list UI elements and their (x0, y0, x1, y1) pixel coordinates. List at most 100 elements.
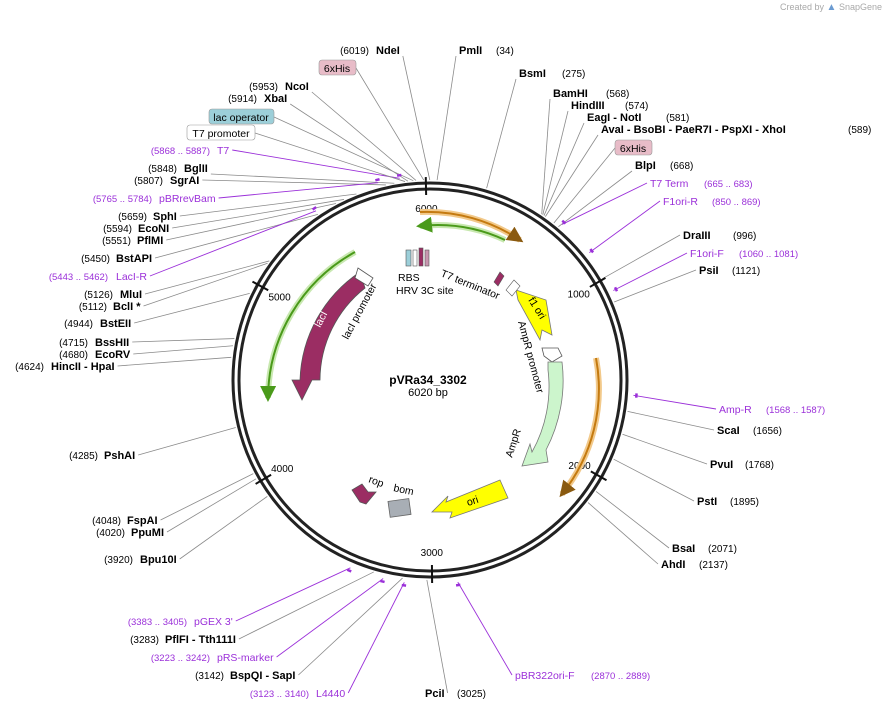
enzyme-xbai-name[interactable]: XbaI (264, 93, 287, 105)
enzyme-bsteii-name[interactable]: BstEII (100, 318, 131, 330)
feature-rbs-label: RBS (398, 272, 420, 284)
primer-leader-t7-term (561, 182, 648, 225)
enzyme-pvui-name[interactable]: PvuI (710, 459, 733, 471)
leader-avai (545, 134, 599, 217)
backbone-outer-strand (231, 181, 629, 579)
feature-ampr-promoter-arrow (541, 347, 563, 363)
enzyme-fspai-name[interactable]: FspAI (127, 515, 158, 527)
primer-mark-f1ori-r (589, 248, 595, 254)
enzyme-pcii-name[interactable]: PciI (425, 688, 445, 700)
enzyme-pflfi-name[interactable]: PflFI - Tth111I (165, 634, 236, 646)
enzyme-hindiii-name[interactable]: HindIII (571, 100, 605, 112)
feature-tag-6xhis-right: 6xHis (614, 139, 653, 156)
lac-operator-label: lac operator (213, 112, 269, 124)
plasmid-name: pVRa34_3302 (389, 373, 467, 387)
feature-ori-label: ori (465, 494, 480, 509)
leader-hindiii (542, 110, 569, 215)
enzyme-sgrai-name[interactable]: SgrAI (170, 175, 199, 187)
primer-laci-r-name[interactable]: LacI-R (116, 271, 147, 283)
enzyme-hincii-name[interactable]: HincII - HpaI (51, 361, 115, 373)
enzyme-blpi-name[interactable]: BlpI (635, 160, 656, 172)
enzyme-psii-pos: (1121) (732, 266, 760, 277)
t7-terminator-mark (505, 279, 521, 297)
enzyme-ecorv-pos: (4680) (59, 350, 88, 361)
enzyme-draiii-name[interactable]: DraIII (683, 230, 711, 242)
feature-tag-lac-operator: lac operator (208, 108, 275, 125)
leader-bstapi (154, 213, 319, 259)
enzyme-bamhi-pos: (568) (606, 89, 629, 100)
leader-pmli (436, 55, 457, 181)
primer-mark-l4440 (401, 583, 407, 587)
enzyme-eagi-name[interactable]: EagI - NotI (587, 112, 641, 124)
primer-leader-f1ori-r (589, 200, 661, 254)
primer-t7-term-name[interactable]: T7 Term (650, 178, 689, 190)
leader-pvui (622, 433, 708, 465)
enzyme-bpu10i-name[interactable]: Bpu10I (140, 554, 177, 566)
enzyme-bsmi-name[interactable]: BsmI (519, 68, 546, 80)
t7-promoter-mark (412, 249, 418, 267)
primer-mark-pgex3 (346, 568, 352, 573)
orf-arc-top-outer (419, 210, 524, 243)
tick-label-3000: 3000 (421, 548, 444, 559)
enzyme-mlui-pos: (5126) (84, 290, 113, 301)
primer-pbrrevbam-name[interactable]: pBRrevBam (159, 193, 216, 205)
enzyme-bamhi-name[interactable]: BamHI (553, 88, 588, 100)
enzyme-bspqi-name[interactable]: BspQI - SapI (230, 670, 295, 682)
his-tag-label-top: 6xHis (324, 63, 350, 75)
snapgene-logo-icon: ▲ (826, 2, 837, 13)
enzyme-blpi-pos: (668) (670, 161, 693, 172)
created-by-text: Created by (779, 2, 825, 12)
enzyme-ndei-name[interactable]: NdeI (376, 45, 400, 57)
primer-f1ori-r-name[interactable]: F1ori-R (663, 196, 698, 208)
feature-tag-t7-promoter: T7 promoter (186, 124, 256, 141)
enzyme-scai-pos: (1656) (753, 426, 782, 437)
enzyme-scai-name[interactable]: ScaI (717, 425, 740, 437)
enzyme-bsshii-name[interactable]: BssHII (95, 337, 129, 349)
enzyme-bsai-name[interactable]: BsaI (672, 543, 695, 555)
primer-leader-t7 (232, 149, 400, 179)
backbone-inner-strand (237, 187, 623, 573)
enzyme-econi-name[interactable]: EcoNI (138, 223, 169, 235)
leader-fspai (160, 473, 254, 521)
enzyme-eagi-pos: (581) (666, 113, 689, 124)
feature-laci-arrow (291, 271, 366, 401)
leader-bpu10i (179, 496, 268, 560)
leader-sgrai (202, 179, 386, 186)
enzyme-pmli-pos: (34) (496, 46, 514, 57)
primer-amp-r-name[interactable]: Amp-R (719, 404, 752, 416)
primer-pgex3-name[interactable]: pGEX 3' (194, 616, 233, 628)
primer-labels: (5868 .. 5887) T7 (5765 .. 5784) pBRrevB… (49, 145, 825, 700)
enzyme-bglii-name[interactable]: BglII (184, 163, 208, 175)
feature-ampr-label: AmpR (503, 427, 524, 459)
enzyme-ncoi-name[interactable]: NcoI (285, 81, 309, 93)
enzyme-psti-name[interactable]: PstI (697, 496, 717, 508)
primer-amp-r-range: (1568 .. 1587) (766, 405, 825, 416)
enzyme-ecorv-name[interactable]: EcoRV (95, 349, 131, 361)
enzyme-sphi-name[interactable]: SphI (153, 211, 177, 223)
tick-label-4000: 4000 (271, 464, 294, 475)
primer-pbrrevbam-range: (5765 .. 5784) (93, 194, 152, 205)
enzyme-pflmi-name[interactable]: PflMI (137, 235, 163, 247)
his-tag-mark-right (493, 271, 505, 287)
primer-prs-marker-name[interactable]: pRS-marker (217, 652, 274, 664)
enzyme-sphi-pos: (5659) (118, 212, 147, 223)
enzyme-mlui-name[interactable]: MluI (120, 289, 142, 301)
primer-t7-name[interactable]: T7 (217, 145, 229, 157)
enzyme-pmli-name[interactable]: PmlI (459, 45, 482, 57)
enzyme-bsai-pos: (2071) (708, 544, 737, 555)
enzyme-psii-name[interactable]: PsiI (699, 265, 719, 277)
feature-bom-box (387, 498, 412, 518)
enzyme-pshai-name[interactable]: PshAI (104, 450, 135, 462)
enzyme-bcli-name[interactable]: BclI * (113, 301, 141, 313)
tick-2000 (590, 470, 607, 482)
enzyme-avai-name[interactable]: AvaI - BsoBI - PaeR7I - PspXI - XhoI (601, 124, 786, 136)
primer-l4440-name[interactable]: L4440 (316, 688, 345, 700)
enzyme-bstapi-name[interactable]: BstAPI (116, 253, 152, 265)
primer-pgex3-range: (3383 .. 3405) (128, 617, 187, 628)
enzyme-ahdi-name[interactable]: AhdI (661, 559, 685, 571)
leader-scai (627, 410, 715, 431)
primer-leader-laci-r (149, 210, 317, 277)
enzyme-ppumi-name[interactable]: PpuMI (131, 527, 164, 539)
primer-pbr322ori-f-name[interactable]: pBR322ori-F (515, 670, 575, 682)
primer-f1ori-f-name[interactable]: F1ori-F (690, 248, 724, 260)
